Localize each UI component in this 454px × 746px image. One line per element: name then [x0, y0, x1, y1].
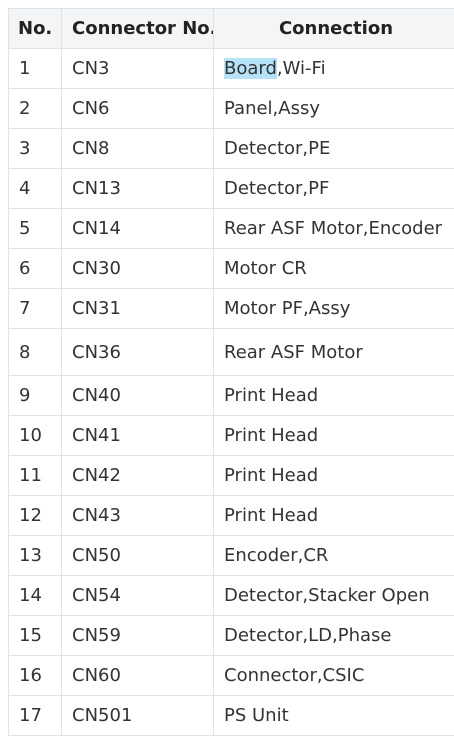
text-selection-highlight[interactable]: Board	[224, 58, 277, 79]
cell-connector: CN3	[61, 48, 214, 89]
cell-connector: CN50	[61, 535, 214, 576]
cell-no: 13	[8, 535, 62, 576]
table-row: 12 CN43 Print Head	[8, 495, 454, 536]
table-header-row: No. Connector No. Connection	[8, 8, 454, 49]
table-row: 13 CN50 Encoder,CR	[8, 535, 454, 576]
table-row: 10 CN41 Print Head	[8, 415, 454, 456]
connector-table-container: No. Connector No. Connection 1 CN3 Board…	[8, 8, 454, 736]
cell-connector: CN31	[61, 288, 214, 329]
cell-connector: CN501	[61, 695, 214, 736]
table-row: 4 CN13 Detector,PF	[8, 168, 454, 209]
cell-no: 1	[8, 48, 62, 89]
cell-no: 15	[8, 615, 62, 656]
cell-no: 8	[8, 328, 62, 376]
cell-no: 6	[8, 248, 62, 289]
cell-connector: CN54	[61, 575, 214, 616]
table-row: 8 CN36 Rear ASF Motor	[8, 328, 454, 376]
connector-table: No. Connector No. Connection 1 CN3 Board…	[8, 8, 454, 736]
table-row: 7 CN31 Motor PF,Assy	[8, 288, 454, 329]
cell-connection: Rear ASF Motor,Encoder	[213, 208, 454, 249]
table-row: 15 CN59 Detector,LD,Phase	[8, 615, 454, 656]
cell-no: 16	[8, 655, 62, 696]
header-connector-no: Connector No.	[61, 8, 214, 49]
cell-connection: Detector,PE	[213, 128, 454, 169]
cell-connector: CN6	[61, 88, 214, 129]
cell-no: 17	[8, 695, 62, 736]
cell-connection: Print Head	[213, 455, 454, 496]
table-row: 14 CN54 Detector,Stacker Open	[8, 575, 454, 616]
header-connection: Connection	[213, 8, 454, 49]
cell-connector: CN14	[61, 208, 214, 249]
cell-no: 12	[8, 495, 62, 536]
header-no: No.	[8, 8, 62, 49]
cell-no: 5	[8, 208, 62, 249]
cell-connection[interactable]: Board,Wi-Fi	[213, 48, 454, 89]
cell-connector: CN42	[61, 455, 214, 496]
cell-no: 14	[8, 575, 62, 616]
table-row: 6 CN30 Motor CR	[8, 248, 454, 289]
cell-connection: Detector,PF	[213, 168, 454, 209]
cell-no: 10	[8, 415, 62, 456]
cell-connection: PS Unit	[213, 695, 454, 736]
table-row: 1 CN3 Board,Wi-Fi	[8, 48, 454, 89]
cell-no: 4	[8, 168, 62, 209]
cell-connector: CN41	[61, 415, 214, 456]
table-row: 2 CN6 Panel,Assy	[8, 88, 454, 129]
cell-no: 2	[8, 88, 62, 129]
cell-connector: CN43	[61, 495, 214, 536]
table-row: 17 CN501 PS Unit	[8, 695, 454, 736]
cell-connection: Print Head	[213, 375, 454, 416]
cell-no: 7	[8, 288, 62, 329]
table-row: 11 CN42 Print Head	[8, 455, 454, 496]
cell-connection: Print Head	[213, 415, 454, 456]
cell-connection: Detector,LD,Phase	[213, 615, 454, 656]
cell-connection: Panel,Assy	[213, 88, 454, 129]
table-row: 9 CN40 Print Head	[8, 375, 454, 416]
cell-connection: Detector,Stacker Open	[213, 575, 454, 616]
cell-connector: CN40	[61, 375, 214, 416]
connection-text: ,Wi-Fi	[276, 58, 326, 79]
table-row: 16 CN60 Connector,CSIC	[8, 655, 454, 696]
cell-connection: Motor CR	[213, 248, 454, 289]
cell-connection: Connector,CSIC	[213, 655, 454, 696]
cell-connection: Print Head	[213, 495, 454, 536]
cell-connector: CN59	[61, 615, 214, 656]
cell-connector: CN30	[61, 248, 214, 289]
cell-connector: CN36	[61, 328, 214, 376]
cell-no: 3	[8, 128, 62, 169]
cell-connection: Motor PF,Assy	[213, 288, 454, 329]
table-row: 5 CN14 Rear ASF Motor,Encoder	[8, 208, 454, 249]
cell-connector: CN60	[61, 655, 214, 696]
cell-connector: CN8	[61, 128, 214, 169]
cell-connection: Rear ASF Motor	[213, 328, 454, 376]
cell-connector: CN13	[61, 168, 214, 209]
cell-no: 11	[8, 455, 62, 496]
table-row: 3 CN8 Detector,PE	[8, 128, 454, 169]
cell-no: 9	[8, 375, 62, 416]
cell-connection: Encoder,CR	[213, 535, 454, 576]
